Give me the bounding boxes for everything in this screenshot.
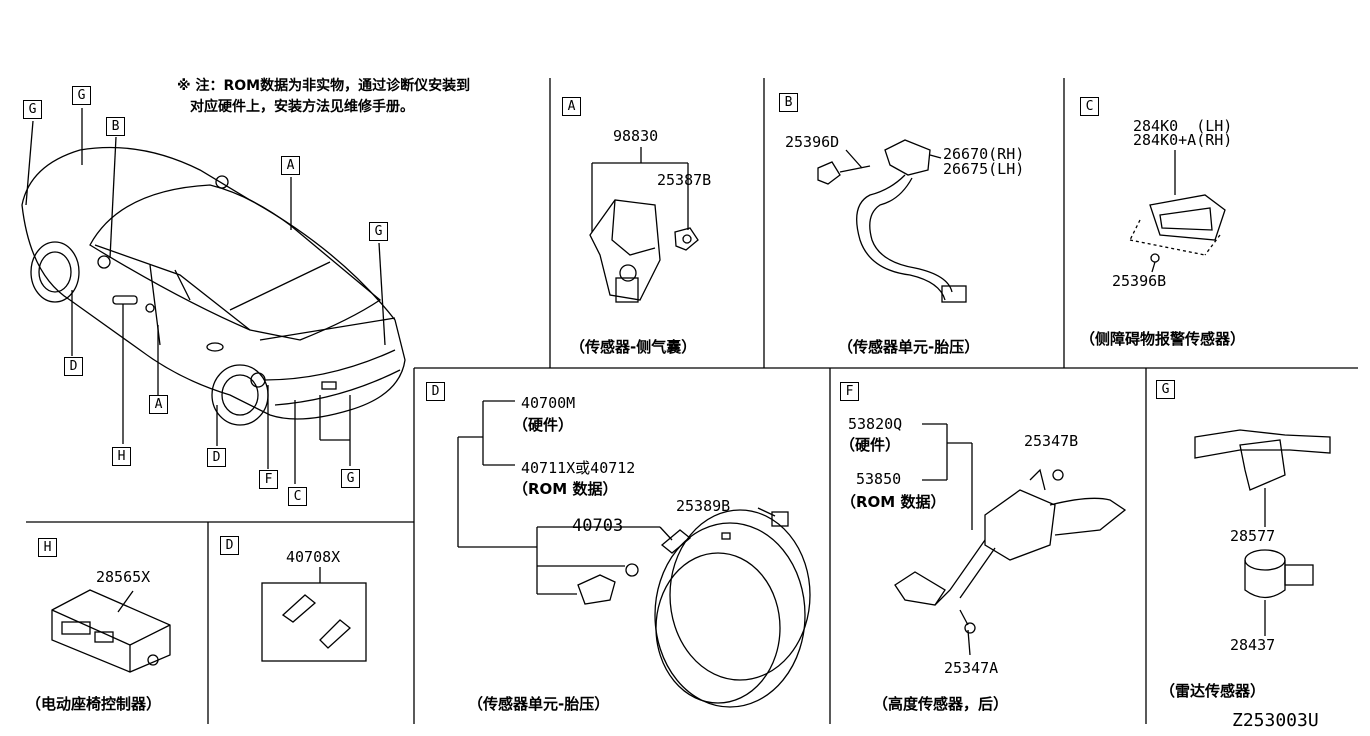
part-number-53820q: 53820Q <box>848 415 903 433</box>
section-h-caption: （电动座椅控制器） <box>26 695 162 713</box>
part-53820q-hardware-note: （硬件） <box>840 436 901 454</box>
side-airbag-sensor-drawing <box>589 147 699 303</box>
section-f-caption: （高度传感器，后） <box>873 695 1009 713</box>
part-number-40700m: 40700M <box>521 394 576 412</box>
part-number-284k0-a-rh: 284K0+A(RH) <box>1133 131 1233 149</box>
height-sensor-drawing <box>894 423 1127 656</box>
vehicle-label-d: D <box>64 357 83 376</box>
rom-data-note-line-2: 对应硬件上，安装方法见维修手册。 <box>190 99 414 115</box>
section-d2-label: D <box>220 536 239 555</box>
tire-pressure-sensor-d-drawing <box>457 400 811 708</box>
diagram-code: Z253003U <box>1232 710 1319 731</box>
vehicle-label-g-3: G <box>369 222 388 241</box>
part-number-26670-rh: 26670(RH) <box>943 145 1025 163</box>
tire-pressure-sensor-b-drawing <box>817 139 967 303</box>
section-h-label: H <box>38 538 57 557</box>
part-number-25389b: 25389B <box>676 497 731 515</box>
vehicle-label-a: A <box>281 156 300 175</box>
radar-sensor-drawing <box>1194 429 1331 636</box>
part-number-53850: 53850 <box>856 470 902 488</box>
vehicle-label-f: F <box>259 470 278 489</box>
vehicle-label-a-2: A <box>149 395 168 414</box>
section-c-label: C <box>1080 97 1099 116</box>
section-c-caption: （侧障碍物报警传感器） <box>1080 330 1246 348</box>
part-number-25347b: 25347B <box>1024 432 1079 450</box>
vehicle-label-d-2: D <box>207 448 226 467</box>
section-d-caption: （传感器单元-胎压） <box>468 695 610 713</box>
vehicle-label-g-2: G <box>72 86 91 105</box>
part-53850-rom-data-note: （ROM 数据） <box>841 493 946 511</box>
part-number-284k0-lh: 284K0 (LH) <box>1133 117 1233 135</box>
section-g-caption: （雷达传感器） <box>1160 682 1266 700</box>
part-number-28565x: 28565X <box>96 568 151 586</box>
section-g-label: G <box>1156 380 1175 399</box>
section-d-label: D <box>426 382 445 401</box>
section-a-caption: （传感器-侧气囊） <box>570 338 697 356</box>
section-f-label: F <box>840 382 859 401</box>
part-number-98830: 98830 <box>613 127 659 145</box>
vehicle-label-c: C <box>288 487 307 506</box>
part-number-25396b: 25396B <box>1112 272 1167 290</box>
rom-data-note-line-1: ※ 注：ROM数据为非实物，通过诊断仪安装到 <box>177 78 471 94</box>
part-number-25347a: 25347A <box>944 659 999 677</box>
vehicle-label-g-1: G <box>23 100 42 119</box>
power-seat-controller-drawing <box>51 589 171 673</box>
section-a-label: A <box>562 97 581 116</box>
part-40700m-hardware-note: （硬件） <box>513 416 574 434</box>
part-number-26675-lh: 26675(LH) <box>943 160 1025 178</box>
vehicle-label-b: B <box>106 117 125 136</box>
part-number-40708x: 40708X <box>286 548 341 566</box>
section-dividers <box>26 78 1358 724</box>
side-obstacle-sensor-drawing <box>1129 150 1226 273</box>
vehicle-label-h: H <box>112 447 131 466</box>
part-number-40703: 40703 <box>572 516 624 536</box>
part-40711x-rom-data-note: （ROM 数据） <box>513 480 618 498</box>
section-b-caption: （传感器单元-胎压） <box>838 338 980 356</box>
part-number-28577: 28577 <box>1230 527 1276 545</box>
part-number-25396d: 25396D <box>785 133 840 151</box>
section-b-label: B <box>779 93 798 112</box>
part-number-28437: 28437 <box>1230 636 1276 654</box>
part-number-40711x-or-40712: 40711X或40712 <box>521 459 636 477</box>
tire-valve-kit-drawing <box>261 567 367 662</box>
vehicle-sketch <box>21 108 406 484</box>
vehicle-label-g-4: G <box>341 469 360 488</box>
part-number-25387b: 25387B <box>657 171 712 189</box>
